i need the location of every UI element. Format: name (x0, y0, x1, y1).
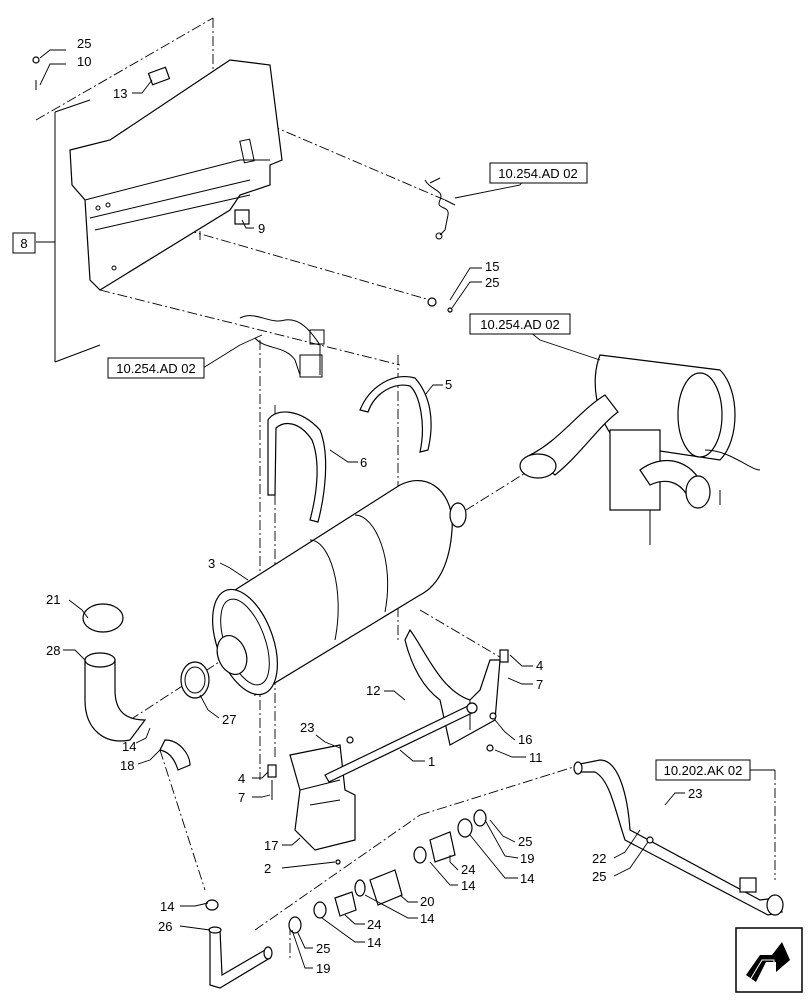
callout-26: 26 (158, 919, 172, 934)
reference-box-8: 8 (12, 232, 36, 254)
exhaust-tailpipe (573, 759, 784, 916)
callout-14: 14 (461, 878, 475, 893)
callout-19: 19 (520, 851, 534, 866)
callout-28: 28 (46, 643, 60, 658)
callout-labels: 25 10 13 9 15 25 5 6 3 21 28 27 14 18 4 … (46, 36, 702, 976)
reference-label[interactable]: 10.254.AD 02 (116, 361, 196, 376)
callout-14: 14 (122, 739, 136, 754)
callout-25: 25 (77, 36, 91, 51)
callout-18: 18 (120, 758, 134, 773)
callout-17: 17 (264, 838, 278, 853)
elbow-components (82, 603, 210, 771)
callout-8: 8 (20, 236, 27, 251)
callout-20: 20 (420, 894, 434, 909)
mount-bracket-left (289, 744, 356, 851)
callout-27: 27 (222, 712, 236, 727)
callout-2: 2 (264, 861, 271, 876)
callout-7: 7 (238, 790, 245, 805)
callout-25: 25 (518, 834, 532, 849)
reference-box-exhaust[interactable]: 10.202.AK 02 (655, 759, 751, 781)
callout-12: 12 (366, 683, 380, 698)
callout-16: 16 (518, 732, 532, 747)
callout-5: 5 (445, 377, 452, 392)
strap-6 (267, 411, 327, 523)
mount-bracket-right (404, 628, 501, 746)
reference-box-top[interactable]: 10.254.AD 02 (489, 162, 588, 184)
fasteners (32, 56, 509, 934)
reference-label[interactable]: 10.202.AK 02 (664, 763, 743, 778)
next-arrow-icon[interactable] (735, 927, 803, 993)
callout-13: 13 (113, 86, 127, 101)
callout-14: 14 (420, 911, 434, 926)
callout-4: 4 (536, 658, 543, 673)
callout-15: 15 (485, 259, 499, 274)
callout-19: 19 (316, 961, 330, 976)
callout-1: 1 (428, 754, 435, 769)
callout-25: 25 (316, 941, 330, 956)
callout-22: 22 (592, 851, 606, 866)
reference-box-right[interactable]: 10.254.AD 02 (469, 313, 571, 335)
muffler-body (212, 480, 467, 696)
callout-10: 10 (77, 54, 91, 69)
reference-label[interactable]: 10.254.AD 02 (498, 166, 578, 181)
callout-14: 14 (160, 899, 174, 914)
callout-7: 7 (536, 677, 543, 692)
callout-14: 14 (520, 871, 534, 886)
support-rod (324, 702, 478, 783)
callout-14: 14 (367, 935, 381, 950)
lower-pipe (208, 926, 273, 989)
callout-25: 25 (592, 869, 606, 884)
callout-11: 11 (529, 750, 543, 765)
callout-23: 23 (688, 786, 702, 801)
upper-harness (424, 177, 456, 240)
callout-21: 21 (46, 592, 60, 607)
callout-24: 24 (367, 917, 381, 932)
callout-24: 24 (461, 862, 475, 877)
left-harness (239, 315, 325, 378)
strap-5 (359, 376, 432, 453)
callout-23: 23 (300, 720, 314, 735)
callout-3: 3 (208, 556, 215, 571)
callout-6: 6 (360, 455, 367, 470)
callout-9: 9 (258, 221, 265, 236)
aftertreatment-assembly (519, 354, 761, 545)
callout-4: 4 (238, 771, 245, 786)
callout-25: 25 (485, 275, 499, 290)
reference-box-left[interactable]: 10.254.AD 02 (107, 357, 205, 379)
shield-panel (54, 59, 283, 363)
reference-label[interactable]: 10.254.AD 02 (480, 317, 560, 332)
